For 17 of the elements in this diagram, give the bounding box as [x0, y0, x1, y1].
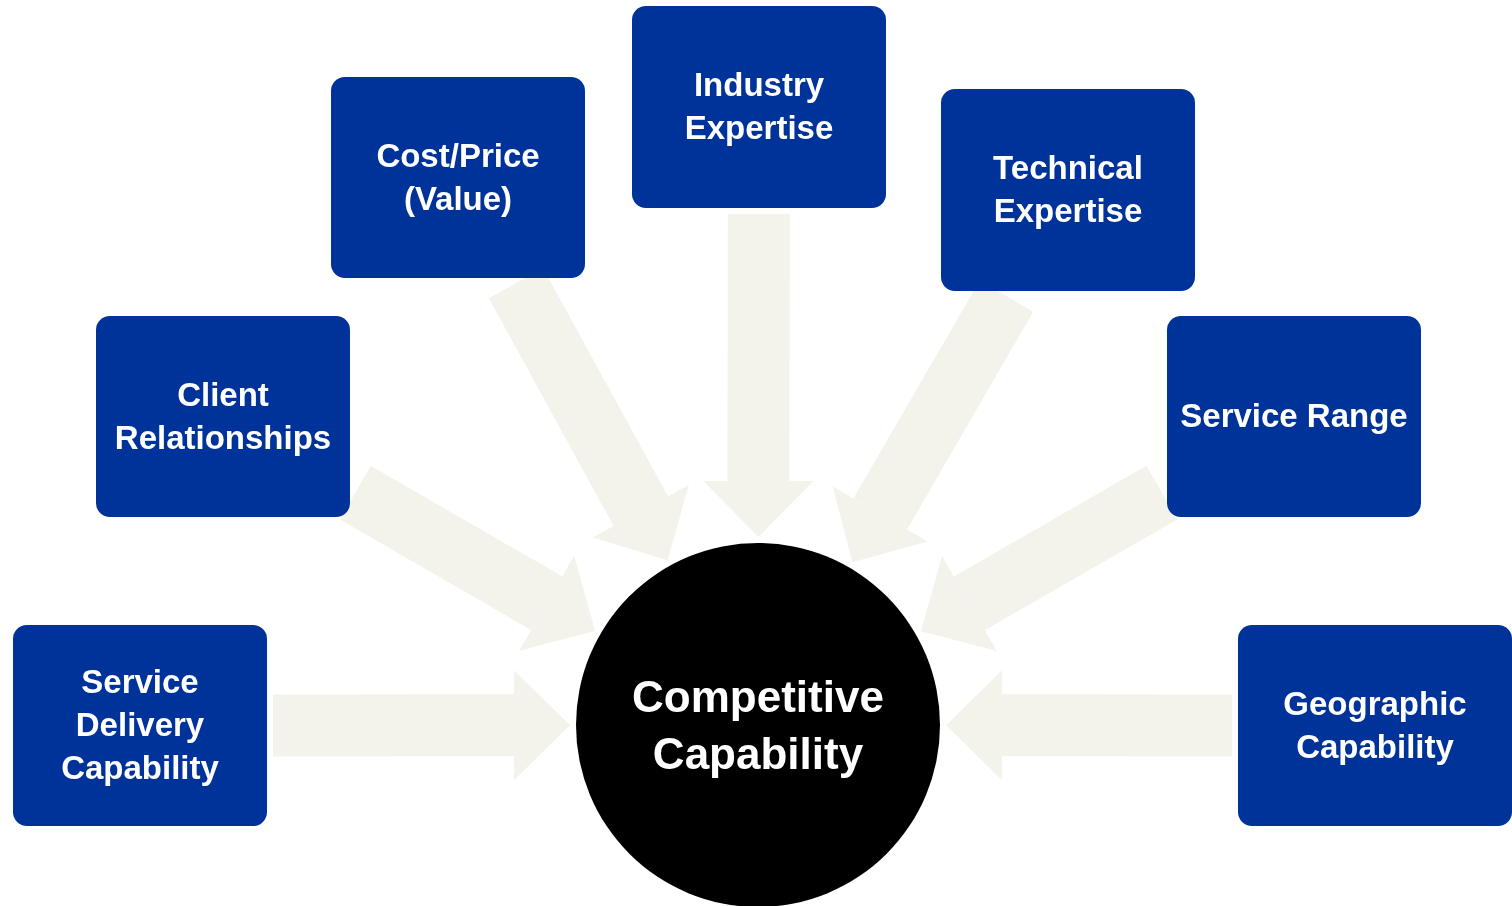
- process-box: [941, 89, 1195, 291]
- node-label: Client Relationships: [113, 374, 333, 458]
- process-box: [1238, 625, 1512, 826]
- block-arrow: [339, 465, 596, 651]
- node-label: Cost/Price (Value): [375, 135, 541, 219]
- node-label: Industry Expertise: [683, 65, 835, 148]
- process-box: [96, 316, 350, 517]
- block-arrow: [920, 465, 1178, 651]
- process-box: [1167, 316, 1421, 517]
- process-box: [632, 6, 886, 208]
- node-label: Service Delivery Capability: [60, 662, 220, 788]
- process-box: [13, 625, 267, 826]
- node-label: Technical Expertise: [992, 148, 1144, 231]
- node-label: Competitive Capability: [631, 670, 885, 780]
- process-box: [331, 77, 585, 278]
- node-label: Geographic Capability: [1282, 683, 1468, 767]
- node-label: Service Range: [1180, 396, 1408, 437]
